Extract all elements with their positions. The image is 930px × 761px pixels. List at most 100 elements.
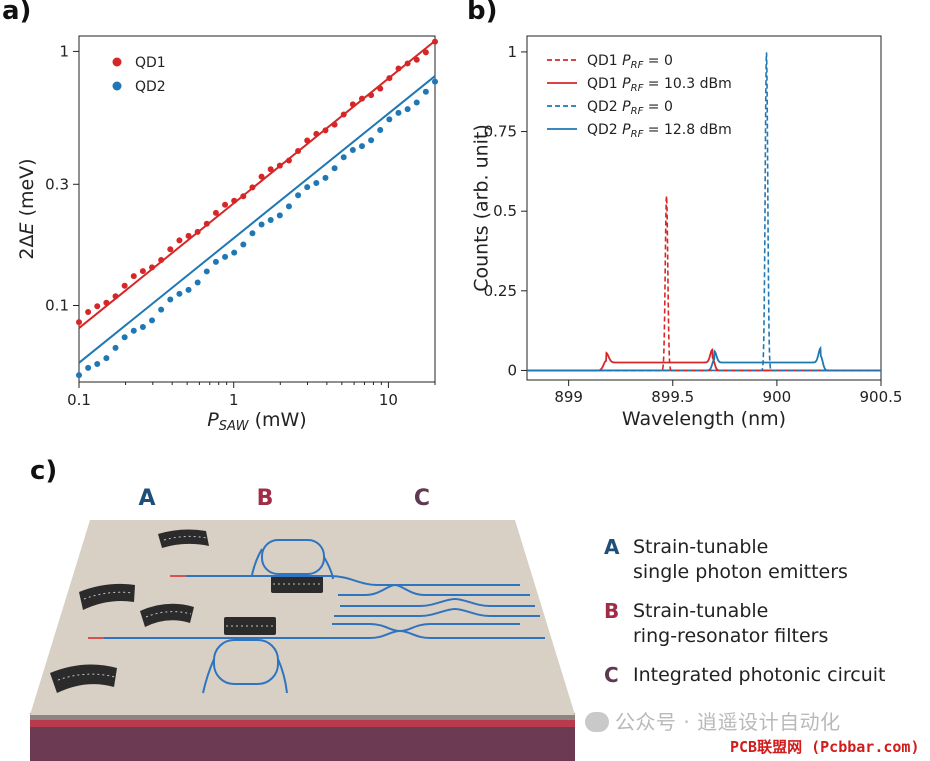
a-point-QD2-6 xyxy=(130,327,137,334)
a-point-QD2-23 xyxy=(285,203,292,210)
a-point-QD2-3 xyxy=(103,355,110,362)
a-point-QD1-34 xyxy=(386,75,393,82)
actuator-1 xyxy=(158,529,209,548)
wechat-icon xyxy=(585,711,609,732)
chip-top-surface xyxy=(30,520,575,715)
a-point-QD2-8 xyxy=(149,317,156,324)
a-point-QD2-37 xyxy=(413,99,420,106)
a-point-QD2-18 xyxy=(240,241,247,248)
b-ytick-label-3: 0.75 xyxy=(484,123,517,141)
ring-1-drop xyxy=(251,548,263,576)
a-point-QD1-23 xyxy=(285,157,292,164)
b-ytick-label-4: 1 xyxy=(507,43,517,61)
actuator-2-markings xyxy=(83,591,134,600)
legend-line2-a: single photon emitters xyxy=(633,561,848,583)
legend-line1-c: Integrated photonic circuit xyxy=(633,664,886,686)
actuator-3-markings xyxy=(145,611,192,618)
emitter-actuators xyxy=(50,529,323,693)
a-point-QD2-19 xyxy=(249,230,256,237)
a-point-QD2-13 xyxy=(194,279,201,286)
legend-line1-a: Strain-tunable xyxy=(633,536,769,558)
actuator-2 xyxy=(79,583,135,610)
a-point-QD2-22 xyxy=(276,212,283,219)
b-xtick-label-0: 899 xyxy=(554,388,583,406)
a-xtick-label-0: 0.1 xyxy=(67,391,91,409)
a-point-QD1-39 xyxy=(432,38,438,45)
a-point-QD1-0 xyxy=(76,319,82,326)
a-point-QD1-16 xyxy=(222,201,229,208)
b-legend-label-0: QD1 PRF = 0 xyxy=(587,53,673,71)
a-point-QD2-5 xyxy=(121,334,128,341)
b-legend-label-3: QD2 PRF = 12.8 dBm xyxy=(587,122,732,140)
ring-resonator-2 xyxy=(213,639,279,685)
a-point-QD1-6 xyxy=(130,273,137,280)
legend-line2-b: ring-resonator filters xyxy=(633,625,829,647)
a-point-QD2-39 xyxy=(432,78,438,85)
a-point-QD1-19 xyxy=(249,184,256,191)
b-line-0 xyxy=(527,195,881,372)
legend-letter-b: B xyxy=(604,599,620,623)
a-point-QD1-26 xyxy=(313,130,320,137)
a-point-QD1-18 xyxy=(240,193,247,200)
splitter-tree-1 xyxy=(329,575,520,586)
a-point-QD1-27 xyxy=(322,127,329,134)
a-point-QD1-22 xyxy=(276,162,283,169)
a-point-QD1-3 xyxy=(103,299,110,306)
a-point-QD2-1 xyxy=(85,364,92,371)
a-point-QD1-25 xyxy=(304,137,311,144)
a-point-QD2-27 xyxy=(322,174,329,181)
a-point-QD2-28 xyxy=(331,165,338,172)
a-point-QD1-7 xyxy=(139,268,146,275)
a-point-QD2-26 xyxy=(313,180,320,187)
a-point-QD2-9 xyxy=(158,306,165,313)
legend-line1-b: Strain-tunable xyxy=(633,600,769,622)
a-ytick-label-2: 1 xyxy=(59,42,69,60)
a-point-QD1-4 xyxy=(112,293,119,300)
a-fit-QD1 xyxy=(78,40,436,329)
a-point-QD2-34 xyxy=(386,116,393,123)
chart-b-x-axis-label: Wavelength (nm) xyxy=(622,408,786,430)
a-point-QD1-20 xyxy=(258,173,265,180)
a-point-QD2-17 xyxy=(231,249,238,256)
a-legend-label-1: QD2 xyxy=(135,79,166,95)
a-point-QD2-30 xyxy=(349,146,356,153)
a-point-QD2-24 xyxy=(295,192,302,199)
coupler-2-bottom xyxy=(334,607,540,617)
chip-gray-layer xyxy=(30,715,575,720)
watermark-text: 公众号 · 逍遥设计自动化 xyxy=(615,710,841,734)
legend-item-c: C Integrated photonic circuit xyxy=(604,663,914,688)
a-point-QD1-14 xyxy=(203,220,210,227)
a-point-QD2-38 xyxy=(422,88,429,95)
b-line-1 xyxy=(527,347,881,372)
ring-1-drop-2 xyxy=(323,556,334,580)
a-point-QD2-21 xyxy=(267,216,274,223)
b-xtick-label-2: 900 xyxy=(763,388,792,406)
a-point-QD1-28 xyxy=(331,121,338,128)
b-line-3 xyxy=(527,345,881,372)
actuator-3 xyxy=(140,603,194,627)
a-point-QD2-14 xyxy=(203,268,210,275)
panel-label-a: a) xyxy=(2,0,32,26)
coupler-1 xyxy=(338,583,530,596)
a-point-QD2-20 xyxy=(258,221,265,228)
a-point-QD2-35 xyxy=(395,109,402,116)
diagram-letter-b: B xyxy=(257,486,274,511)
a-point-QD1-9 xyxy=(158,257,165,264)
a-point-QD2-15 xyxy=(212,258,219,265)
a-point-QD1-30 xyxy=(349,101,356,108)
chart-a-x-axis-label: PSAW (mW) xyxy=(207,409,306,434)
ring-actuator-1 xyxy=(271,575,323,593)
a-point-QD2-4 xyxy=(112,344,119,351)
a-point-QD1-8 xyxy=(149,264,156,271)
ring-actuator-2 xyxy=(224,617,276,635)
a-point-QD2-16 xyxy=(222,253,229,260)
diagram-letter-a: A xyxy=(138,486,155,511)
a-legend-label-0: QD1 xyxy=(135,55,166,71)
b-ytick-label-1: 0.25 xyxy=(484,282,517,300)
a-point-QD2-31 xyxy=(358,143,365,150)
a-point-QD2-11 xyxy=(176,290,183,297)
watermark: 公众号 · 逍遥设计自动化 xyxy=(585,706,841,735)
a-point-QD1-38 xyxy=(422,49,429,56)
a-point-QD2-36 xyxy=(404,106,411,113)
a-point-QD1-17 xyxy=(231,197,238,204)
